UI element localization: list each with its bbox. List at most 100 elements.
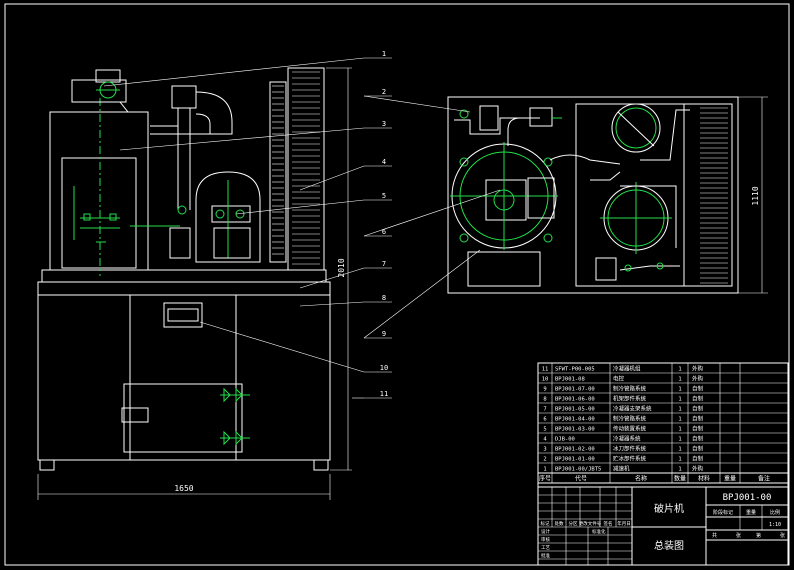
parts-cell: SFWT-P00-005 — [555, 367, 595, 373]
revision-label: 分区 — [569, 520, 578, 527]
parts-cell: BPJ001-02-00 — [555, 447, 595, 453]
parts-cell: BPJ001-07-00 — [555, 387, 595, 393]
callout-number: 4 — [382, 158, 386, 166]
callout-number: 7 — [382, 260, 386, 268]
parts-cell: 外购 — [692, 365, 704, 373]
callout-3: 3 — [119, 120, 392, 151]
parts-header-cell: 名称 — [635, 475, 647, 483]
revision-label: 年月日 — [617, 520, 631, 527]
parts-cell: 减速机 — [613, 465, 630, 473]
reducer-motor — [71, 69, 140, 113]
parts-cell: 冷凝器系统 — [613, 435, 641, 443]
foot-left — [39, 459, 55, 471]
parts-cell: 5 — [543, 427, 546, 433]
scale-label: 比例 — [770, 509, 780, 516]
fan-small — [611, 103, 661, 153]
parts-cell: 自制 — [692, 455, 704, 463]
parts-cell: 机架部件系统 — [613, 395, 647, 403]
overall-width-dim: 1650 — [174, 484, 193, 493]
sheet-index-unit: 张 — [780, 532, 785, 539]
parts-cell: 电控 — [613, 375, 625, 383]
parts-cell: 4 — [543, 437, 547, 443]
parts-cell: 自制 — [692, 425, 704, 433]
parts-header-cell: 数量 — [674, 475, 686, 483]
parts-cell: BPJ001-04-00 — [555, 417, 595, 423]
ice-drum — [49, 111, 149, 271]
parts-cell: 1 — [678, 407, 681, 413]
callout-4: 4 — [299, 158, 392, 191]
role-label: 审核 — [541, 536, 550, 543]
parts-cell: 1 — [678, 367, 681, 373]
revision-label: 签名 — [604, 520, 613, 527]
parts-cell: 1 — [678, 437, 681, 443]
callout-number: 5 — [382, 192, 386, 200]
callout-number: 9 — [382, 330, 386, 338]
parts-cell: 10 — [542, 377, 549, 383]
sheet-count-label: 共 — [712, 532, 717, 539]
sheet-border — [4, 3, 790, 566]
parts-cell: 制冷管路系统 — [613, 385, 647, 393]
parts-cell: 11 — [542, 367, 549, 373]
standardization-label: 标准化 — [592, 528, 606, 535]
front-dimensions: 1650 2010 — [37, 67, 352, 500]
sheet-index-label: 第 — [756, 532, 761, 539]
parts-cell: 1 — [678, 387, 681, 393]
door-hinge-top — [220, 387, 250, 403]
parts-cell: 2 — [543, 457, 546, 463]
control-box — [163, 302, 203, 328]
parts-cell: 9 — [543, 387, 546, 393]
part-number: BPJ001-00 — [723, 493, 772, 503]
refrigerant-pipe — [130, 85, 233, 259]
parts-cell: 传动装置系统 — [613, 425, 647, 433]
callout-5: 5 — [235, 192, 392, 215]
revision-label: 处数 — [555, 520, 564, 527]
weight-label: 重量 — [746, 509, 756, 516]
callout-11: 11 — [352, 390, 392, 399]
parts-cell: 自制 — [692, 395, 704, 403]
parts-cell: 1 — [678, 377, 681, 383]
callout-2: 2 — [363, 88, 471, 113]
callout-number: 1 — [382, 50, 386, 58]
revision-label: 更改文件号 — [579, 520, 602, 527]
callout-leaders: 1 2 3 4 56 7 8 9 10 11 — [103, 50, 501, 399]
parts-list-header: 序号代号名称数量材料重量备注 — [539, 475, 770, 483]
callout-6: 6 — [363, 189, 501, 237]
parts-cell: 自制 — [692, 405, 704, 413]
role-label: 设计 — [541, 528, 550, 535]
parts-cell: 1 — [678, 467, 681, 473]
top-plate — [41, 269, 327, 283]
compressor-front — [195, 171, 261, 263]
plan-dimensions: 1110 — [738, 96, 768, 294]
front-view — [37, 67, 331, 471]
callout-number: 10 — [380, 364, 388, 372]
callout-number: 11 — [380, 390, 388, 398]
callout-number: 8 — [382, 294, 386, 302]
parts-header-cell: 代号 — [575, 475, 587, 483]
parts-cell: 1 — [543, 467, 546, 473]
sheet-title: 总装图 — [654, 539, 684, 552]
parts-cell: 制冷管路系统 — [613, 415, 647, 423]
parts-cell: 1 — [678, 447, 681, 453]
parts-cell: 自制 — [692, 415, 704, 423]
parts-cell: BPJ001-06-00 — [555, 397, 595, 403]
callout-9: 9 — [363, 249, 481, 339]
parts-cell: BPJ001-01-00 — [555, 457, 595, 463]
parts-cell: DJB-00 — [555, 437, 575, 443]
parts-cell: BPJ001-03-00 — [555, 427, 595, 433]
parts-cell: 外购 — [692, 465, 704, 473]
callout-number: 2 — [382, 88, 386, 96]
cabinet-door — [123, 383, 243, 453]
title-block: 标记处数分区更改文件号签名年月日设计审核工艺批准标准化 破片机 总装图 BPJ0… — [537, 472, 789, 566]
callout-7: 7 — [299, 260, 392, 289]
parts-header-cell: 材料 — [698, 475, 710, 483]
parts-cell: 8 — [543, 397, 546, 403]
